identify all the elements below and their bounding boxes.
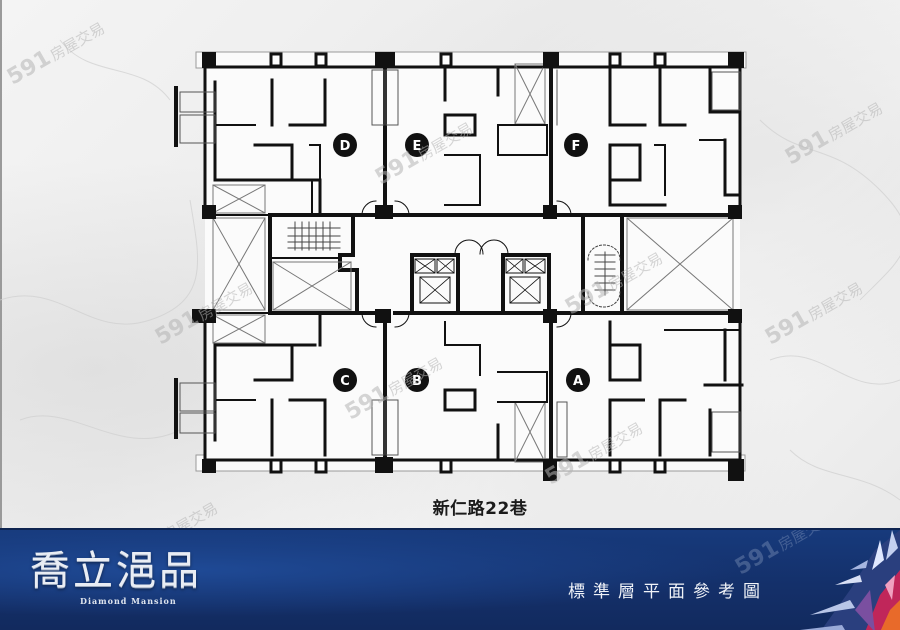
unit-label-B: B xyxy=(405,368,429,392)
unit-label-A: A xyxy=(566,368,590,392)
svg-text:E: E xyxy=(413,139,422,154)
svg-text:B: B xyxy=(412,374,422,389)
crystal-graphic xyxy=(800,530,900,630)
floor-plan-diagram xyxy=(174,51,747,481)
unit-labels: D E F C B A xyxy=(333,133,590,392)
brand-banner: 喬立浥品 Diamond Mansion 標準層平面參考圖 591房屋交易 xyxy=(0,528,900,630)
svg-text:F: F xyxy=(572,139,581,154)
unit-label-D: D xyxy=(333,133,357,157)
brand-title: 喬立浥品 xyxy=(30,548,202,594)
unit-label-F: F xyxy=(564,133,588,157)
marble-veins xyxy=(0,39,900,501)
svg-text:D: D xyxy=(340,139,351,154)
unit-label-E: E xyxy=(405,133,429,157)
plan-caption: 標準層平面參考圖 xyxy=(568,582,768,602)
brand-subtitle: Diamond Mansion xyxy=(80,596,177,606)
svg-text:C: C xyxy=(340,374,350,389)
street-label: 新仁路22巷 xyxy=(432,499,528,519)
svg-text:A: A xyxy=(573,374,583,389)
unit-label-C: C xyxy=(333,368,357,392)
